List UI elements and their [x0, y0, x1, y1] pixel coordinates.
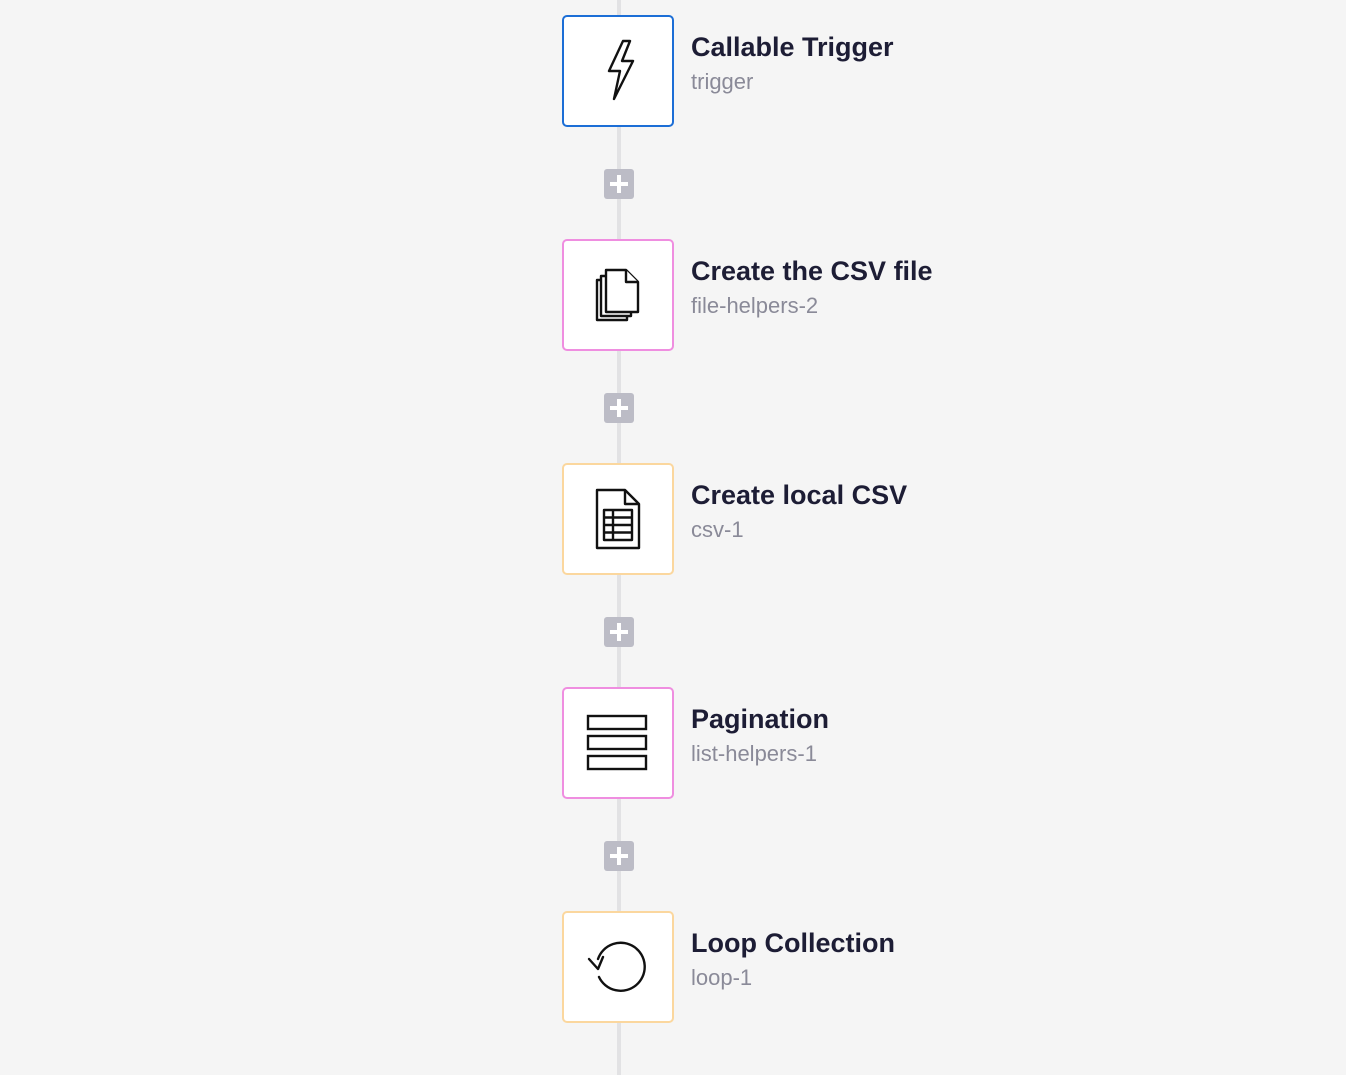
files-icon [595, 268, 640, 322]
step-icon-box[interactable] [562, 239, 674, 351]
add-step-button[interactable] [604, 617, 634, 647]
step-title[interactable]: Loop Collection [691, 928, 895, 958]
workflow-step-trigger[interactable]: Callable Trigger trigger [562, 15, 1346, 127]
step-title[interactable]: Create the CSV file [691, 256, 933, 286]
step-text: Callable Trigger trigger [691, 30, 894, 96]
workflow-step-list-helpers-1[interactable]: Pagination list-helpers-1 [562, 687, 1346, 799]
step-name: list-helpers-1 [691, 741, 817, 766]
step-icon-box[interactable] [562, 911, 674, 1023]
step-icon-box[interactable] [562, 687, 674, 799]
list-icon [586, 714, 648, 771]
step-name: csv-1 [691, 517, 744, 542]
step-icon-box[interactable] [562, 15, 674, 127]
step-text: Create local CSV csv-1 [691, 478, 907, 544]
step-title[interactable]: Callable Trigger [691, 32, 894, 62]
loop-icon [587, 941, 646, 992]
step-title[interactable]: Pagination [691, 704, 830, 734]
step-name: loop-1 [691, 965, 753, 990]
step-icon-box[interactable] [562, 463, 674, 575]
workflow-step-csv-1[interactable]: Create local CSV csv-1 [562, 463, 1346, 575]
add-step-button[interactable] [604, 169, 634, 199]
spreadsheet-icon [595, 488, 641, 550]
step-name: trigger [691, 69, 754, 94]
workflow-step-loop-1[interactable]: Loop Collection loop-1 [562, 911, 1346, 1023]
step-text: Loop Collection loop-1 [691, 926, 895, 992]
add-step-button[interactable] [604, 393, 634, 423]
step-text: Create the CSV file file-helpers-2 [691, 254, 933, 320]
lightning-icon [607, 39, 635, 101]
workflow-step-file-helpers-2[interactable]: Create the CSV file file-helpers-2 [562, 239, 1346, 351]
step-title[interactable]: Create local CSV [691, 480, 908, 510]
add-step-button[interactable] [604, 841, 634, 871]
step-name: file-helpers-2 [691, 293, 819, 318]
step-text: Pagination list-helpers-1 [691, 702, 829, 768]
